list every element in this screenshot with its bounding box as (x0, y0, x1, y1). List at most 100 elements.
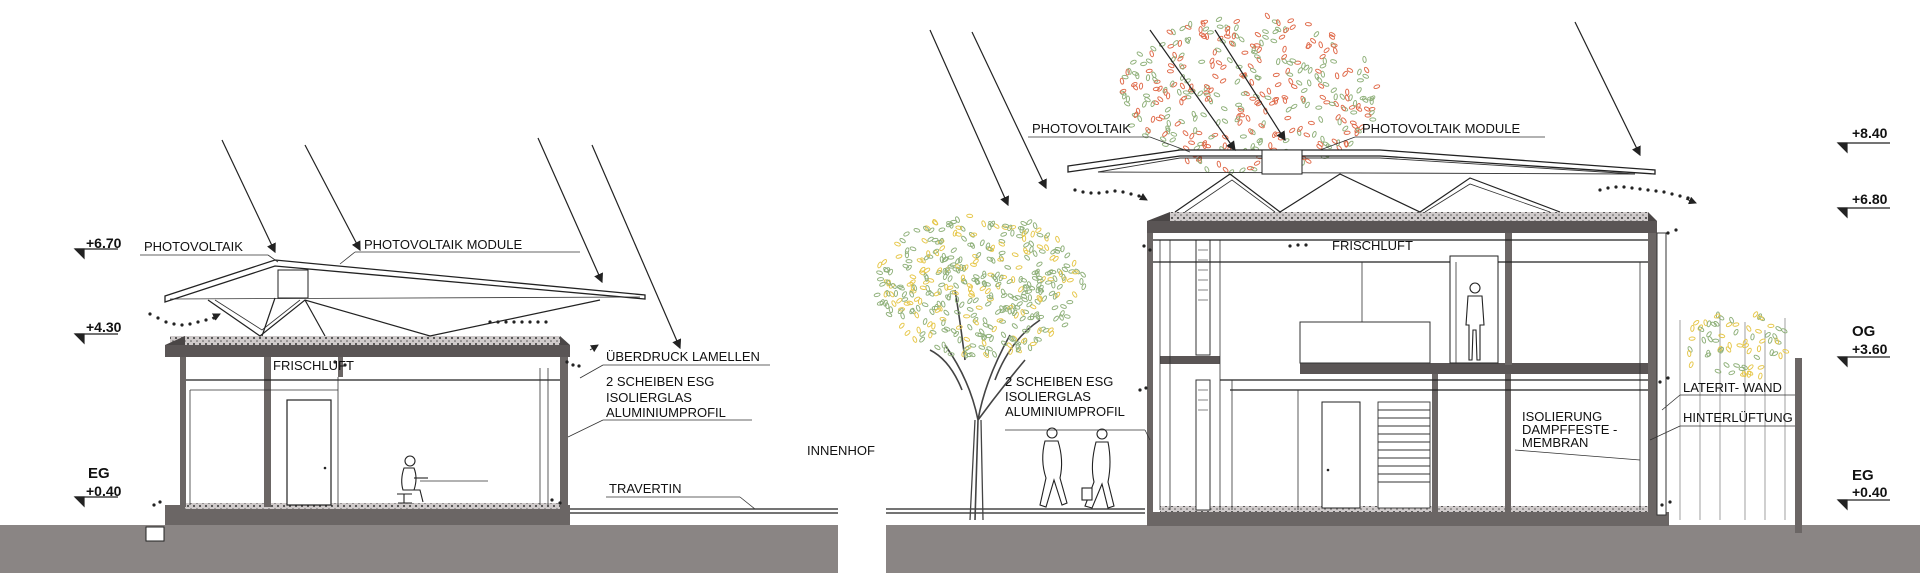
leaf-mark (1234, 78, 1241, 85)
leaf-mark (950, 247, 957, 253)
leaf-mark (916, 326, 921, 334)
leaf-mark (1015, 346, 1022, 353)
leaf-mark (942, 256, 949, 263)
leaf-mark (1328, 34, 1335, 40)
leaf-mark (941, 252, 947, 260)
leaf-mark (985, 242, 991, 250)
leaf-mark (1119, 88, 1127, 94)
leaf-mark (1130, 59, 1137, 65)
leaf-mark (927, 321, 933, 328)
leaf-mark (1733, 363, 1740, 368)
leaf-mark (1170, 28, 1176, 36)
leaf-mark (1188, 20, 1193, 28)
leaf-mark (1131, 71, 1139, 76)
leaf-mark (919, 285, 927, 290)
leaf-mark (1303, 64, 1310, 71)
leaf-mark (1758, 372, 1763, 380)
leaf-mark (1201, 140, 1207, 147)
leaf-mark (1246, 166, 1254, 171)
leaf-mark (935, 269, 943, 276)
leaf-mark (974, 278, 980, 286)
leaf-mark (876, 270, 884, 275)
leaf-mark (1143, 93, 1150, 98)
leaf-mark (1367, 96, 1375, 101)
leaf-mark (1771, 351, 1779, 357)
leaf-mark (1240, 91, 1248, 96)
leaf-mark (1025, 289, 1033, 294)
leaf-mark (998, 250, 1006, 256)
leaf-mark (1019, 315, 1026, 322)
leaf-mark (903, 301, 911, 306)
leaf-mark (1071, 270, 1079, 275)
leaf-mark (885, 312, 893, 318)
leaf-mark (893, 290, 899, 297)
leaf-mark (931, 322, 936, 330)
leaf-mark (905, 259, 913, 264)
leaf-mark (1029, 246, 1034, 253)
right-level-og-name: OG (1852, 323, 1875, 340)
right-label-isolierung-1: ISOLIERUNG (1522, 409, 1602, 424)
leaf-mark (945, 222, 953, 228)
right-level-og: +3.60 (1852, 341, 1888, 357)
leaf-mark (910, 308, 916, 315)
leaf-mark (1339, 93, 1345, 100)
leaf-mark (961, 264, 967, 272)
leaf-mark (1182, 90, 1190, 95)
center-label-glass-2: ISOLIERGLAS (1005, 389, 1091, 404)
leaf-mark (1029, 341, 1037, 347)
leaf-mark (996, 318, 1004, 323)
leaf-mark (1029, 313, 1035, 321)
leaf-mark (972, 253, 979, 259)
leaf-mark (980, 273, 987, 280)
leaf-mark (1238, 113, 1246, 118)
leaf-mark (1052, 255, 1059, 262)
leaf-mark (1023, 242, 1030, 248)
leaf-mark (1300, 95, 1306, 103)
leaf-mark (1032, 222, 1038, 230)
leaf-mark (1775, 326, 1782, 332)
leaf-mark (1276, 19, 1281, 27)
level-markers (73, 142, 1890, 511)
leaf-mark (982, 322, 990, 328)
leaf-mark (1176, 88, 1182, 96)
leaf-mark (1342, 70, 1348, 77)
right-label-isolierung-3: MEMBRAN (1522, 435, 1588, 450)
leaf-mark (946, 285, 954, 291)
leaf-mark (1331, 138, 1338, 145)
leaf-mark (1742, 338, 1748, 346)
leaf-mark (1007, 307, 1012, 315)
leaf-mark (1157, 96, 1164, 103)
leaf-mark (1169, 137, 1176, 143)
leaf-mark (943, 346, 949, 353)
leaf-mark (1259, 39, 1264, 47)
leaf-mark (1272, 131, 1277, 138)
leaf-mark (1289, 24, 1296, 30)
leaf-mark (1079, 278, 1084, 285)
leaf-mark (1030, 230, 1035, 238)
leaf-mark (966, 213, 974, 219)
leaf-mark (1282, 96, 1288, 104)
leaf-mark (1023, 249, 1031, 255)
leaf-mark (975, 252, 982, 259)
leaf-mark (1334, 72, 1340, 80)
leaf-mark (1119, 77, 1125, 85)
leaf-mark (947, 352, 955, 357)
leaf-mark (1347, 140, 1354, 147)
leaf-mark (1740, 372, 1747, 377)
leaf-mark (1004, 265, 1012, 270)
leaf-mark (1177, 39, 1183, 47)
leaf-mark (1343, 130, 1351, 135)
leaf-mark (1333, 47, 1338, 55)
leaf-mark (999, 305, 1005, 312)
leaf-mark (919, 266, 926, 273)
leaf-mark (981, 220, 987, 228)
leaf-mark (1262, 29, 1269, 34)
left-building (165, 336, 570, 525)
leaf-mark (1028, 240, 1035, 247)
leaf-mark (943, 309, 950, 316)
leaf-mark (1163, 88, 1168, 96)
leaf-mark (1285, 67, 1290, 75)
leaf-mark (1008, 347, 1013, 355)
leaf-mark (1286, 72, 1294, 77)
leaf-mark (1150, 45, 1157, 52)
